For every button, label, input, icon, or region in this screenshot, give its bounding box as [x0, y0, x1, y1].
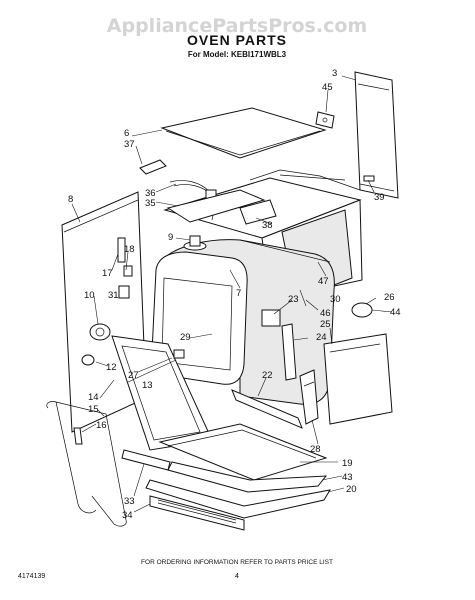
callout-12: 12: [106, 362, 117, 373]
top-cover: [160, 107, 327, 159]
oven-top-plate: [166, 189, 266, 223]
callout-25: 25: [320, 319, 331, 330]
bottom-panel: [158, 423, 328, 481]
bracket-17: [117, 237, 126, 263]
bulb: [81, 354, 95, 366]
hinge-16: [73, 427, 83, 445]
page-number: 4: [235, 573, 239, 580]
gasket-44: [351, 302, 373, 318]
callout-35: 35: [145, 198, 156, 209]
callout-8: 8: [68, 194, 73, 205]
callout-23: 23: [288, 294, 299, 305]
callout-18: 18: [124, 244, 135, 255]
screw-39: [363, 175, 375, 182]
bracket-38: [239, 199, 277, 225]
callout-28: 28: [310, 444, 321, 455]
callout-36: 36: [145, 188, 156, 199]
brace-24: [281, 323, 297, 381]
callout-29: 29: [180, 332, 191, 343]
bracket-33: [121, 449, 171, 471]
channel-22: [231, 389, 303, 429]
callout-30: 30: [330, 294, 341, 305]
right-door-panel: [323, 333, 393, 425]
callout-7: 7: [236, 288, 241, 299]
page-title: OVEN PARTS: [187, 32, 287, 48]
bracket-45: [315, 111, 335, 129]
callout-19: 19: [342, 458, 353, 469]
light-socket: [89, 323, 111, 341]
hinge-28: [299, 369, 319, 425]
bottom-trim-20: [145, 479, 331, 519]
bracket-23: [261, 309, 281, 327]
callout-15: 15: [88, 404, 99, 415]
callout-45: 45: [322, 82, 333, 93]
callout-31: 31: [108, 290, 119, 301]
callout-14: 14: [88, 392, 99, 403]
callout-27: 27: [128, 370, 139, 381]
callout-9: 9: [168, 232, 173, 243]
clip-37: [139, 159, 167, 175]
watermark: AppliancePartsPros.com: [107, 15, 367, 37]
callout-46: 46: [320, 308, 331, 319]
back-panel: [354, 71, 399, 199]
callout-44: 44: [390, 307, 401, 318]
leader-lines: [71, 75, 393, 513]
door-gasket: [46, 401, 127, 527]
vent-grille: [149, 495, 245, 531]
doc-number: 4174139: [18, 573, 45, 580]
callout-24: 24: [316, 332, 327, 343]
callout-43: 43: [342, 472, 353, 483]
callout-10: 10: [84, 290, 95, 301]
callout-labels: 3 45 6 37 39 8 36 35 38 9 18 17 31 7 47 …: [68, 68, 401, 521]
callout-6: 6: [124, 128, 129, 139]
callout-22: 22: [262, 370, 273, 381]
callout-3: 3: [332, 68, 337, 79]
ordering-note: FOR ORDERING INFORMATION REFER TO PARTS …: [141, 559, 333, 566]
callout-26: 26: [384, 292, 395, 303]
callout-47: 47: [318, 276, 329, 287]
callout-17: 17: [102, 268, 113, 279]
door-latch: [173, 349, 185, 359]
callout-37: 37: [124, 139, 135, 150]
callout-39: 39: [374, 192, 385, 203]
callout-33: 33: [124, 496, 135, 507]
callout-16: 16: [96, 420, 107, 431]
callout-13: 13: [142, 380, 153, 391]
callout-20: 20: [346, 484, 357, 495]
callout-34: 34: [122, 510, 133, 521]
element-9: [183, 235, 207, 251]
callout-38: 38: [262, 220, 273, 231]
page-subtitle: For Model: KEBI171WBL3: [188, 50, 287, 59]
switch-18: [118, 265, 133, 299]
